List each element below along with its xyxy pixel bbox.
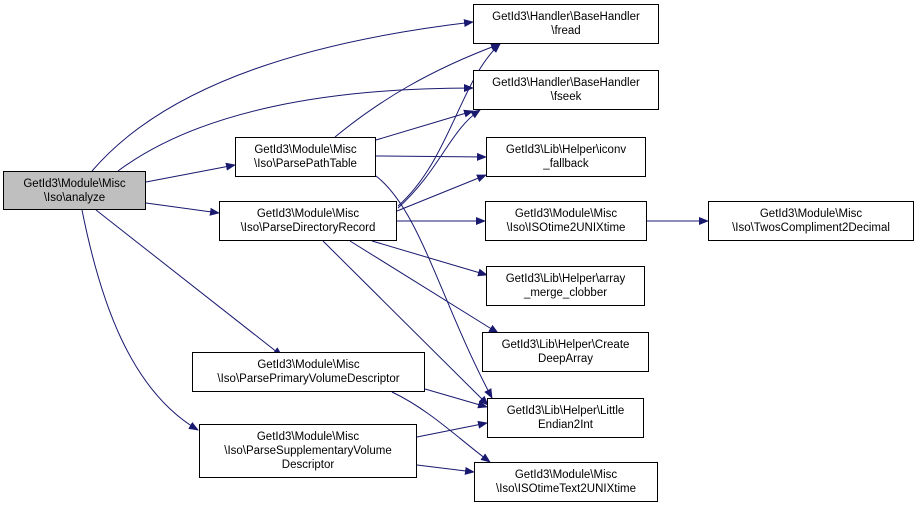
node-label-line: GetId3\Module\Misc [514,469,618,481]
node-iso-isotimetext2unixtime[interactable]: GetId3\Module\Misc \Iso\ISOtimeText2UNIX… [474,462,658,502]
node-helper-littleendian2int[interactable]: GetId3\Lib\Helper\Little Endian2Int [487,398,644,438]
edge-analyze-ppt [145,162,236,183]
node-iso-parsedirectoryrecord[interactable]: GetId3\Module\Misc \Iso\ParseDirectoryRe… [219,201,397,241]
node-label-line: _fallback [543,158,589,170]
node-basehandler-fseek[interactable]: GetId3\Handler\BaseHandler \fseek [473,70,659,110]
node-iso-parseprimaryvolumedescriptor[interactable]: GetId3\Module\Misc \Iso\ParsePrimaryVolu… [192,352,425,392]
edge-analyze-pdr [145,202,220,216]
edge-pdr-amc [371,240,488,277]
node-label-line: GetId3\Lib\Helper\Create [501,339,630,351]
edge-ppvd-isotext [391,391,491,463]
edge-pdr-little [322,240,489,406]
node-label-line: GetId3\Lib\Helper\Little [506,405,625,417]
edge-pdr-fseek [397,109,481,209]
node-helper-iconv-fallback[interactable]: GetId3\Lib\Helper\iconv _fallback [486,137,646,177]
node-label-line: GetId3\Module\Misc [256,431,360,443]
node-basehandler-fread[interactable]: GetId3\Handler\BaseHandler \fread [473,4,659,44]
edge-ppt-fread [334,43,501,138]
edge-analyze-ppvd [95,209,283,357]
node-helper-createdeeparray[interactable]: GetId3\Lib\Helper\Create DeepArray [482,332,649,372]
edge-psvd-little [416,420,488,438]
edge-ppt-iconv [375,152,487,161]
node-label-line: \Iso\ParsePrimaryVolumeDescriptor [217,373,400,385]
edge-analyze-fseek [117,84,474,172]
edge-psvd-isotext [416,464,475,475]
node-label-line: \Iso\ISOtimeText2UNIXtime [496,483,636,495]
node-label-line: \Iso\analyze [43,191,106,204]
node-label-line: GetId3\Handler\BaseHandler [492,11,640,23]
edge-pdr-iconv [396,174,487,212]
node-label-line: GetId3\Module\Misc [759,208,863,220]
edge-ppt-fseek [375,109,474,141]
node-label-line: \Iso\ParseSupplementaryVolume [224,445,392,457]
edge-ppt-little [375,175,493,399]
node-label-line: \fread [551,25,581,37]
edge-pdr-fread [397,43,501,207]
node-label-line: \fseek [550,91,582,103]
node-label-line: \Iso\TwosCompliment2Decimal [732,222,890,234]
node-iso-parsesupplementaryvolumedescriptor[interactable]: GetId3\Module\Misc \Iso\ParseSupplementa… [199,424,417,478]
edge-ppvd-little [424,388,488,409]
node-label-line: \Iso\ParseDirectoryRecord [240,222,376,234]
node-iso-twoscompliment2decimal[interactable]: GetId3\Module\Misc \Iso\TwosCompliment2D… [708,201,914,241]
node-label-line: GetId3\Lib\Helper\iconv [505,144,627,156]
node-label-line: GetId3\Lib\Helper\array [505,273,626,285]
node-iso-analyze[interactable]: GetId3\Module\Misc \Iso\analyze [3,171,146,210]
node-label-line: \Iso\ISOtime2UNIXtime [506,222,626,234]
node-label-line: GetId3\Module\Misc [254,144,357,156]
node-label-line: GetId3\Module\Misc [514,208,618,220]
node-label-line: Endian2Int [538,419,593,431]
node-label-line: GetId3\Handler\BaseHandler [492,77,640,89]
node-label-line: DeepArray [538,353,593,365]
edge-pdr-cda [349,240,499,334]
node-iso-isotime2unixtime[interactable]: GetId3\Module\Misc \Iso\ISOtime2UNIXtime [485,201,647,241]
node-label-line: GetId3\Module\Misc [257,359,360,371]
node-iso-parsepathtable[interactable]: GetId3\Module\Misc \Iso\ParsePathTable [235,137,376,177]
edge-analyze-psvd [81,209,199,431]
node-label-line: Descriptor [281,459,335,471]
node-label-line: _merge_clobber [523,287,608,299]
node-label-line: GetId3\Module\Misc [23,177,126,190]
node-label-line: \Iso\ParsePathTable [254,158,357,170]
node-helper-array-merge-clobber[interactable]: GetId3\Lib\Helper\array _merge_clobber [486,266,645,306]
edge-analyze-fread [91,19,474,172]
node-label-line: GetId3\Module\Misc [256,208,360,220]
